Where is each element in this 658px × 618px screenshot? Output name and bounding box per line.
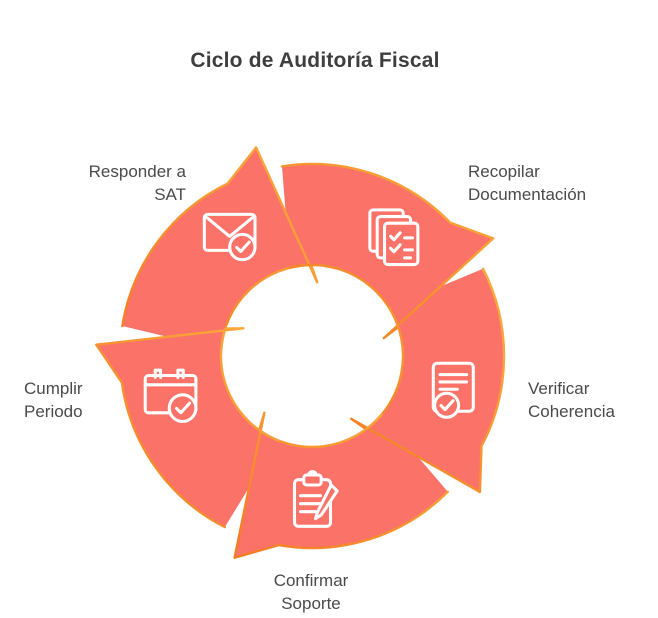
step-label-cumplir-periodo: Cumplir Periodo xyxy=(24,379,83,422)
cycle-arrow-outline-recopilar-documentacion xyxy=(280,162,495,340)
step-label-verificar-coherencia: Verificar Coherencia xyxy=(528,379,615,422)
step-label-recopilar-documentacion: Recopilar Documentación xyxy=(468,162,587,205)
step-label-responder-sat: Responder a SAT xyxy=(88,162,186,205)
cycle-arrow-segment-cumplir-periodo xyxy=(96,328,278,528)
cycle-arrow-outline-confirmar-soporte xyxy=(233,411,449,559)
cycle-arrow-outline-verificar-coherencia xyxy=(350,267,506,494)
cycle-arrow-segment-responder-sat xyxy=(122,147,318,350)
cycle-arrow-segment-confirmar-soporte xyxy=(234,412,448,558)
cycle-ring-strokes xyxy=(95,146,506,559)
cycle-arrow-outline-responder-sat xyxy=(121,146,319,351)
cycle-arrow-outline-cumplir-periodo xyxy=(95,327,280,529)
step-label-confirmar-soporte: Confirmar Soporte xyxy=(273,571,349,614)
cycle-ring-fills xyxy=(96,147,504,558)
page-title: Ciclo de Auditoría Fiscal xyxy=(190,49,440,72)
step-icon-recopilar-documentacion xyxy=(368,208,420,267)
